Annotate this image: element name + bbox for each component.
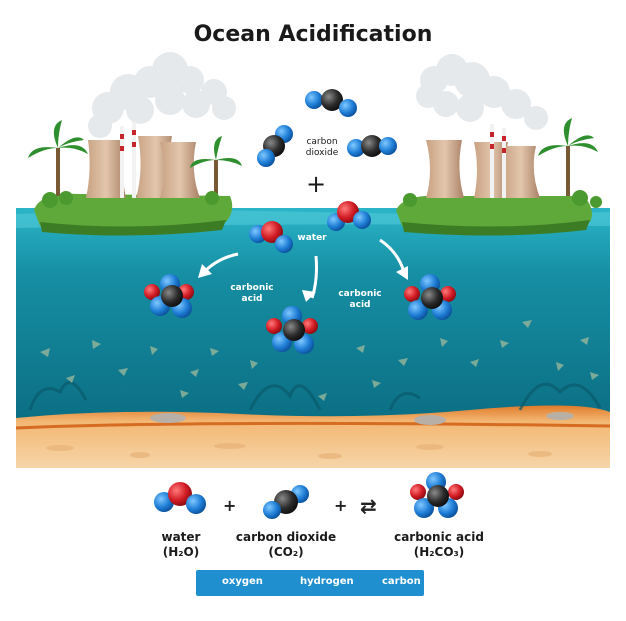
ocean-debris <box>40 320 599 401</box>
eq-carbonic-acid-name: carbonic acid <box>394 530 484 544</box>
ca-right-line: acid <box>350 300 371 310</box>
eq-carbonic-acid-molecule <box>410 472 464 518</box>
water-molecule-surface <box>327 201 371 231</box>
left-smoke <box>88 52 236 138</box>
eq-water-name: water <box>161 530 201 544</box>
ca-right-line: carbonic <box>338 289 381 299</box>
eq-co2-name: carbon dioxide <box>235 530 337 544</box>
eq-water-formula: (H₂O) <box>162 545 200 559</box>
eq-co2-molecule <box>263 485 309 519</box>
left-island <box>28 52 242 236</box>
co2-molecule-right <box>347 135 397 157</box>
eq-co2-formula: (CO₂) <box>268 545 304 559</box>
eq-plus-1: + <box>223 496 237 515</box>
legend-oxygen-label: oxygen <box>222 576 263 587</box>
coral <box>28 381 602 411</box>
eq-water-molecule <box>154 482 206 514</box>
co2-lbl-line: dioxide <box>306 148 339 158</box>
ca-left-line: carbonic <box>230 283 273 293</box>
eq-plus-2: + <box>334 496 348 515</box>
eq-carbonic-acid-label: carbonic acid (H₂CO₃) <box>384 530 494 560</box>
label-water: water <box>297 233 327 243</box>
carbonic-acid-molecule-right <box>404 274 456 320</box>
co2-lbl-line: carbon <box>306 137 337 147</box>
legend-carbon-label: carbon <box>382 576 421 587</box>
legend-hydrogen-label: hydrogen <box>300 576 354 587</box>
right-smoke <box>416 54 548 130</box>
equilibrium-arrows-icon: ⇄ <box>360 494 377 518</box>
eq-water-label: water (H₂O) <box>146 530 216 560</box>
right-island <box>396 54 602 236</box>
page-title: Ocean Acidification <box>193 22 433 47</box>
eq-co2-label: carbon dioxide (CO₂) <box>226 530 346 560</box>
co2-molecule-top <box>305 89 357 117</box>
co2-molecule-left <box>257 125 293 167</box>
legend: oxygen hydrogen carbon <box>196 570 424 596</box>
water-molecule <box>249 221 293 253</box>
plus-sign: + <box>306 170 326 198</box>
ca-left-line: acid <box>242 294 263 304</box>
carbonic-acid-molecule-left <box>144 274 194 318</box>
carbonic-acid-molecule-center <box>266 306 318 354</box>
eq-carbonic-acid-formula: (H₂CO₃) <box>413 545 465 559</box>
